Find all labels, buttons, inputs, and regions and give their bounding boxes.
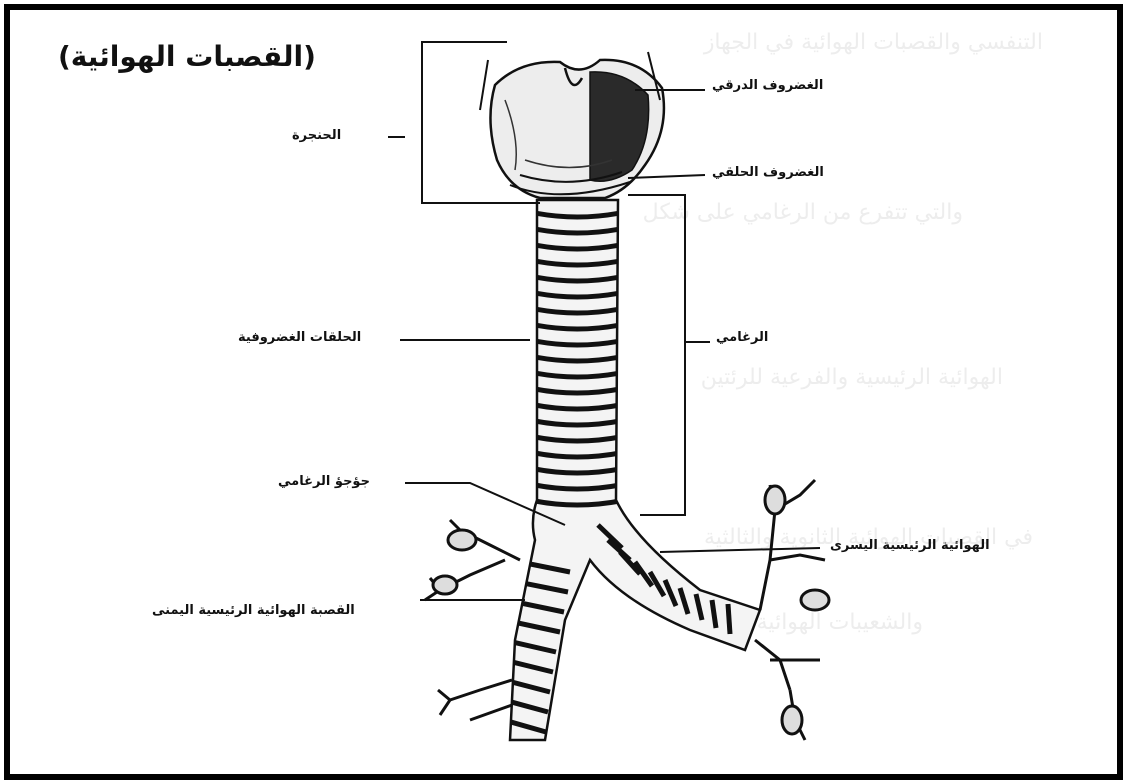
trachea-tube: [504, 200, 760, 740]
leader-line-cricoid: [628, 175, 705, 178]
label-larynx: الحنجرة: [292, 128, 341, 143]
label-right-main-bronchus: القصبة الهوائية الرئيسية اليمنى: [152, 603, 355, 618]
trachea-bracket: [628, 195, 685, 515]
label-left-main-bronchus: الهوائية الرئيسية اليسرى: [830, 538, 990, 553]
label-cartilage-rings: الحلقات الغضروفية: [238, 330, 361, 345]
page-title: (القصبات الهوائية): [58, 40, 316, 73]
larynx-shape: [480, 52, 664, 198]
right-bronchial-branches: [425, 520, 520, 720]
label-thyroid-cartilage: الغضروف الدرقي: [712, 78, 823, 93]
label-carina: جؤجؤ الرغامي: [278, 474, 370, 489]
leader-line-left-bronchus: [660, 548, 820, 552]
label-trachea: الرغامي: [716, 330, 768, 345]
left-bronchial-branches: [755, 480, 829, 740]
label-cricoid-cartilage: الغضروف الحلقي: [712, 165, 824, 180]
